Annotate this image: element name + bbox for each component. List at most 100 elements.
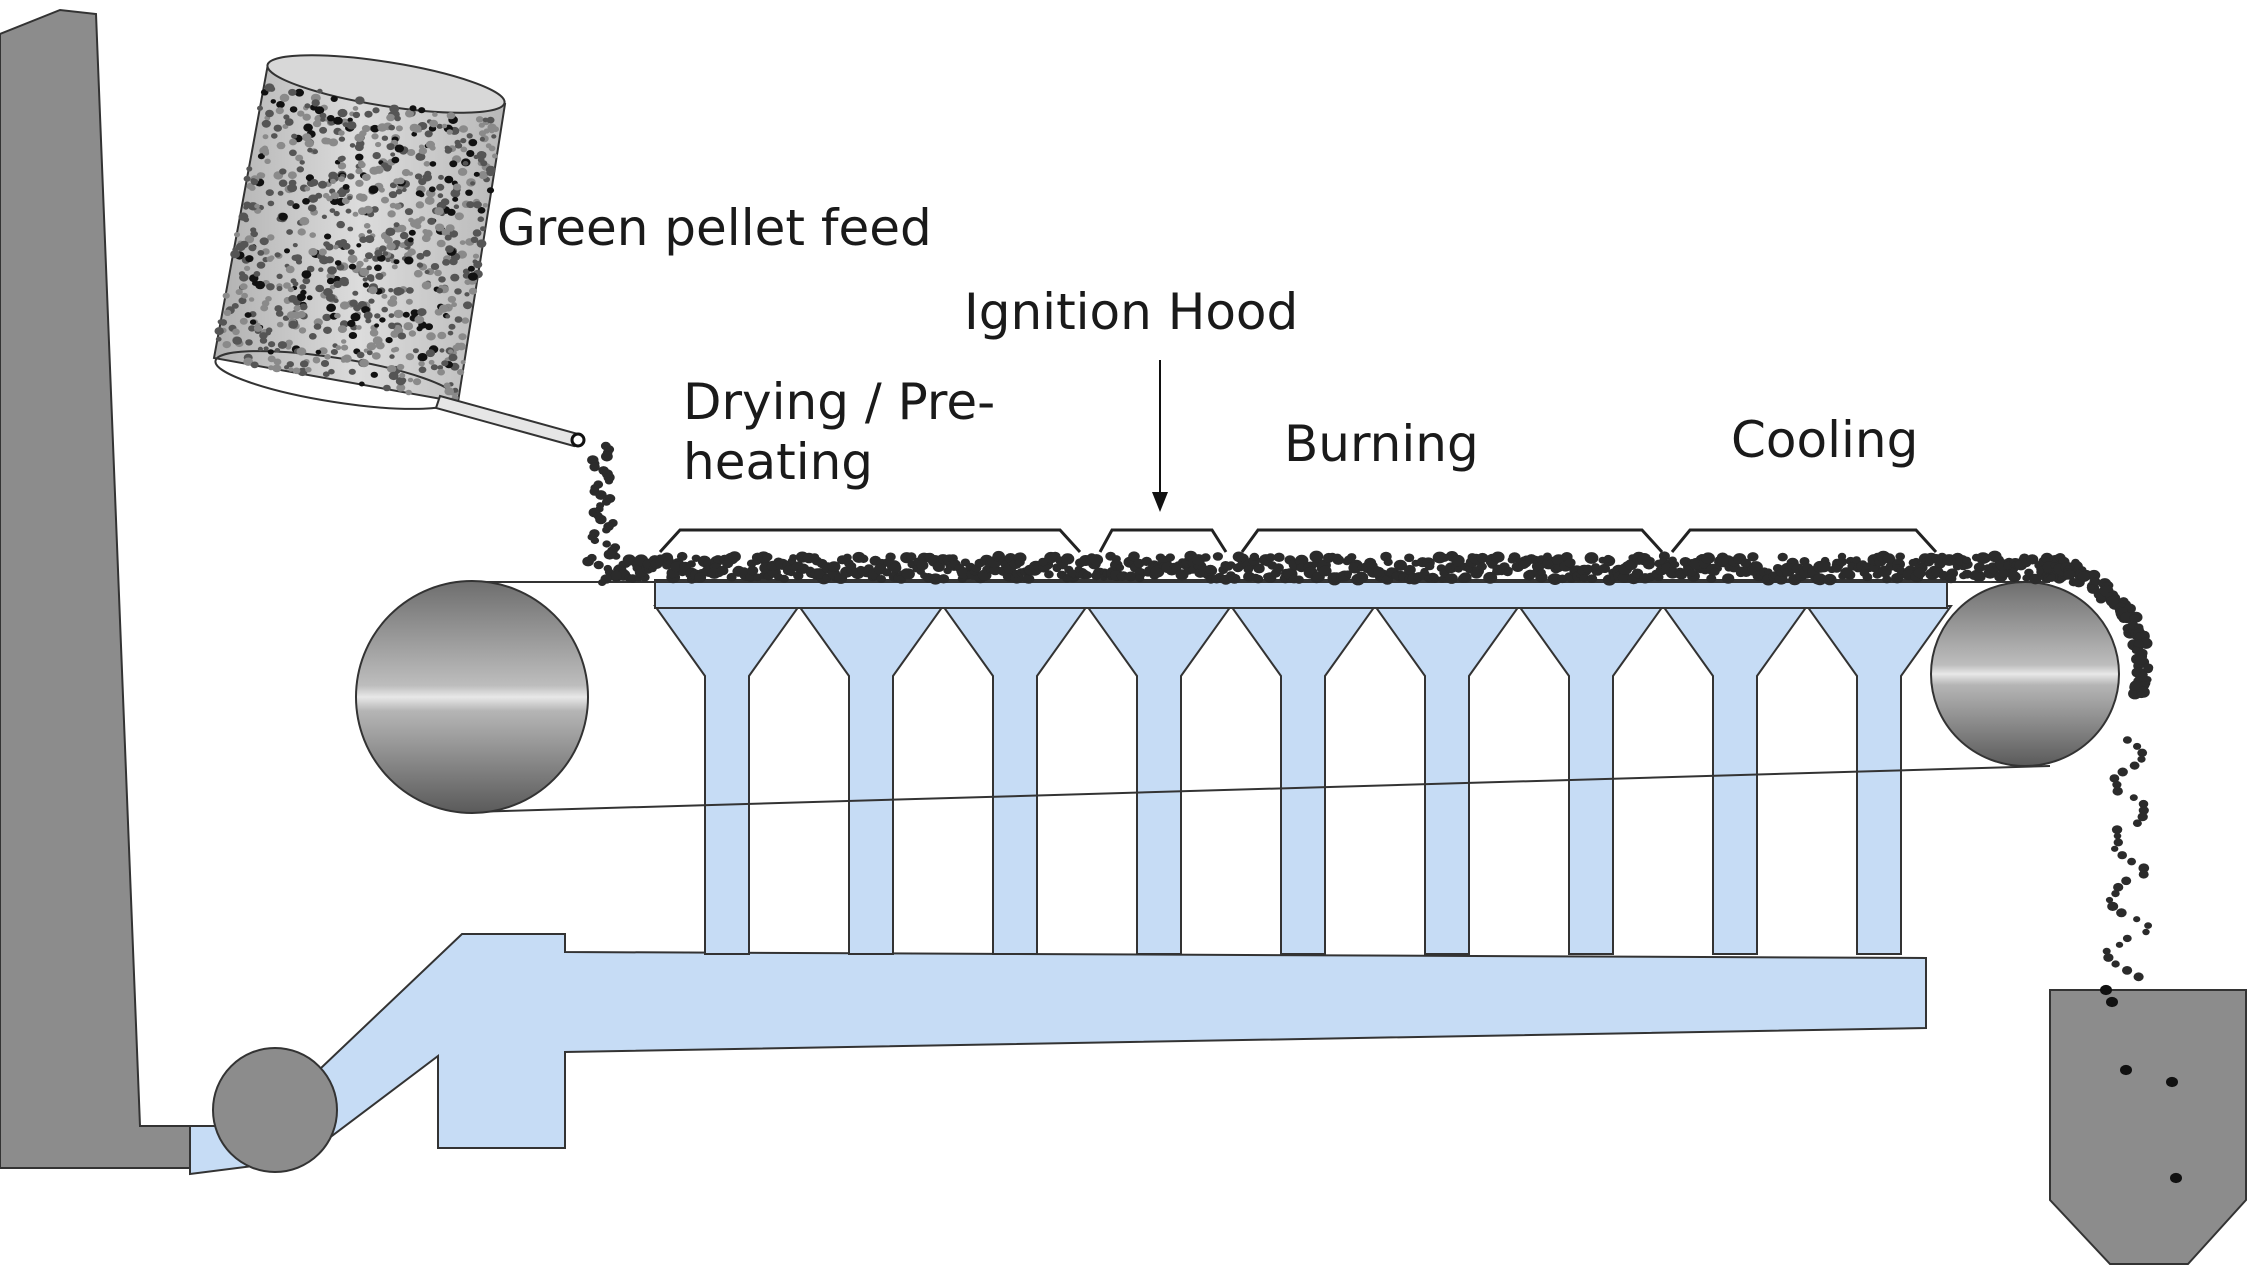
- pellet: [322, 313, 332, 322]
- pellet: [459, 125, 468, 133]
- pellet: [235, 289, 243, 295]
- pellet: [296, 293, 306, 302]
- pellet: [307, 204, 317, 212]
- pellet: [2132, 819, 2142, 827]
- pellet: [253, 271, 261, 277]
- pellet: [323, 137, 332, 145]
- pellet: [418, 360, 425, 367]
- pellet: [453, 204, 460, 209]
- pellet: [375, 272, 384, 280]
- pellet: [248, 325, 256, 332]
- pellet: [436, 239, 446, 248]
- pellet: [582, 556, 594, 567]
- pellet: [2111, 845, 2119, 852]
- pellet: [397, 288, 405, 295]
- pellet: [312, 120, 322, 128]
- pellet: [332, 275, 341, 283]
- pellet: [1068, 569, 1078, 578]
- pellet: [248, 297, 255, 302]
- pellet: [1584, 552, 1599, 564]
- pellet: [372, 152, 381, 160]
- pellet: [436, 183, 445, 191]
- pellet: [454, 316, 463, 323]
- pellet: [302, 113, 311, 121]
- pellet: [430, 364, 438, 371]
- pellet: [268, 255, 275, 261]
- pellet: [476, 151, 487, 160]
- pellet: [239, 273, 249, 282]
- pellet: [1243, 565, 1254, 574]
- pellet: [219, 319, 228, 326]
- pellet: [372, 107, 380, 114]
- pellet: [399, 231, 409, 240]
- pellet: [388, 288, 394, 293]
- windbox-top-strip: [654, 579, 1948, 609]
- pellet: [2133, 639, 2144, 649]
- pellet: [381, 196, 389, 204]
- pellet: [492, 153, 498, 159]
- pellet: [382, 251, 389, 256]
- pellet: [283, 114, 290, 120]
- pellet: [358, 207, 367, 216]
- pellet: [488, 145, 496, 152]
- pellet: [2133, 972, 2144, 982]
- pellet: [349, 299, 358, 307]
- pellet: [286, 311, 296, 319]
- windbox-leg: [1229, 605, 1377, 955]
- pellet: [365, 252, 373, 260]
- pellet: [2120, 1064, 2132, 1076]
- pellet: [266, 283, 275, 291]
- pellet: [404, 208, 414, 216]
- pellet: [371, 352, 381, 360]
- pellet: [1483, 571, 1498, 584]
- pellet: [424, 130, 433, 138]
- pellet: [889, 562, 902, 574]
- pellet: [334, 312, 341, 319]
- pellet: [448, 349, 454, 354]
- pellet: [1840, 567, 1853, 578]
- pellet: [438, 276, 446, 283]
- pellet: [627, 574, 638, 583]
- pellet: [473, 171, 480, 177]
- pellet: [1706, 574, 1717, 583]
- pellet: [793, 571, 803, 580]
- pellet: [374, 165, 384, 174]
- pellet: [595, 514, 607, 525]
- pellet: [426, 332, 436, 341]
- pellet: [257, 153, 265, 160]
- pellet: [449, 230, 459, 238]
- pellet: [257, 346, 263, 352]
- pellet: [325, 293, 336, 302]
- pellet: [2137, 748, 2148, 757]
- pellet: [249, 319, 257, 325]
- pellet: [472, 229, 482, 237]
- windbox-leg: [1805, 605, 1953, 955]
- pellet: [279, 93, 290, 102]
- pellet: [246, 166, 253, 172]
- pellet: [424, 269, 430, 275]
- pellet: [313, 323, 322, 330]
- pellet: [418, 216, 426, 222]
- pellet: [299, 360, 309, 368]
- pellet: [414, 315, 425, 324]
- pellet: [444, 387, 455, 396]
- drive-drum-left: [355, 580, 589, 814]
- pellet: [1383, 558, 1393, 566]
- pellet: [2063, 569, 2076, 580]
- pellet: [1249, 552, 1260, 561]
- pellet: [366, 274, 375, 281]
- pellet: [288, 88, 297, 96]
- pellet: [366, 342, 377, 351]
- pellet: [1962, 556, 1971, 564]
- feed-hopper: [212, 54, 586, 448]
- pellet: [2127, 857, 2137, 866]
- pellet: [482, 203, 489, 208]
- pellet: [348, 263, 357, 270]
- pellet: [393, 324, 402, 332]
- windbox-leg: [653, 605, 801, 955]
- pellet: [297, 228, 306, 236]
- pellet: [1091, 571, 1102, 581]
- pellet: [1404, 553, 1415, 563]
- pellet: [338, 130, 345, 136]
- pellet: [2122, 934, 2132, 943]
